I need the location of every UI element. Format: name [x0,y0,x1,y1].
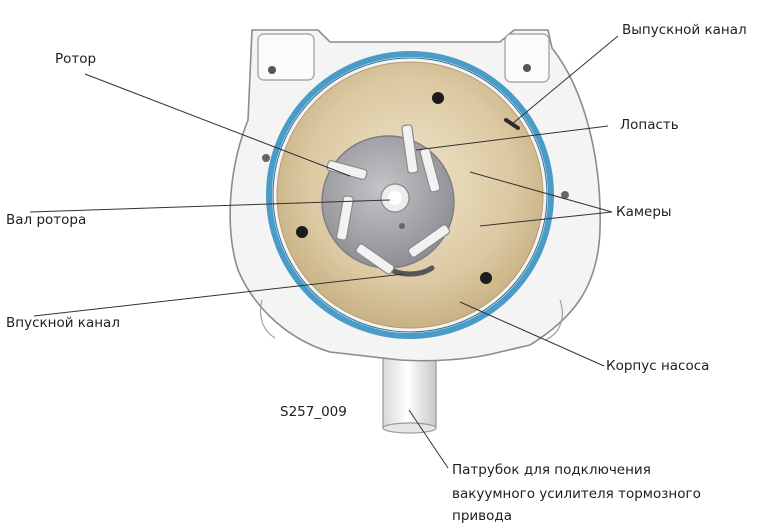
label-chambers: Камеры [616,204,672,220]
label-inlet-channel: Впускной канал [6,315,120,331]
label-rotor: Ротор [55,51,97,67]
leader-lines [29,35,619,469]
label-connector-line3: привода [452,508,512,524]
label-connector-line1: Патрубок для подключения [452,462,651,478]
leader-chambers-1 [469,171,613,213]
leader-outlet [511,35,619,125]
outlet-channel [504,118,520,130]
leader-connector [408,409,449,469]
label-outlet-channel: Выпускной канал [622,22,747,38]
leader-inlet [33,273,405,317]
rotor-vanes [326,124,451,275]
leader-chambers-2 [479,211,613,227]
leader-housing [459,301,605,367]
label-vane: Лопасть [620,117,679,133]
figure-id: S257_009 [280,404,347,420]
label-pump-housing: Корпус насоса [606,358,710,374]
chamber-bolts [296,92,492,284]
label-rotor-shaft: Вал ротора [6,212,87,228]
leader-vane [415,125,609,151]
leader-rotor [84,73,351,177]
leader-shaft [29,199,391,213]
label-connector-line2: вакуумного усилителя тормозного [452,486,701,502]
